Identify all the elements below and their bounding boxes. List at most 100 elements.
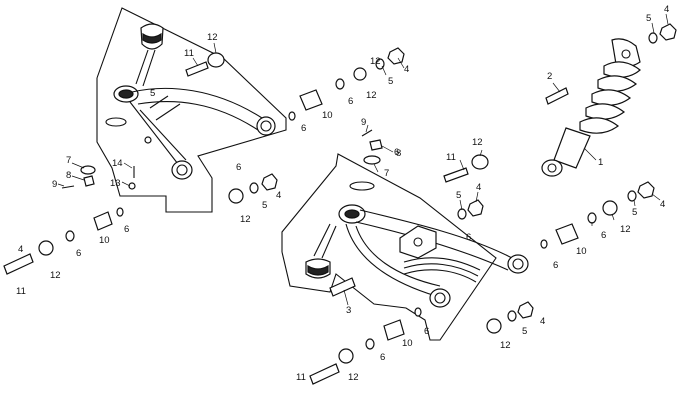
callout-12: 12	[366, 90, 377, 101]
upper-ball-joint	[135, 23, 164, 87]
callout-12: 12	[500, 340, 511, 351]
callout-11: 11	[296, 372, 306, 383]
washer	[65, 230, 75, 242]
bolt	[309, 363, 340, 385]
bolt	[185, 61, 209, 77]
washer	[116, 207, 124, 217]
hardware-upper-rear-stack	[288, 47, 405, 121]
washer	[335, 78, 345, 90]
shock-bottom-eye	[541, 159, 563, 177]
nut	[467, 199, 484, 217]
callout-10: 10	[99, 235, 110, 246]
hardware-small-parts	[61, 129, 383, 190]
fitting-13	[128, 182, 136, 190]
callout-8: 8	[66, 170, 71, 181]
hardware-lower-top-stack	[443, 154, 489, 220]
nut	[637, 181, 655, 199]
washer	[627, 190, 637, 202]
callout-5: 5	[456, 190, 461, 201]
bushing	[93, 211, 113, 231]
nut	[517, 301, 534, 319]
callout-6: 6	[424, 326, 429, 337]
nut	[261, 173, 278, 191]
callout-4: 4	[404, 64, 409, 75]
callout-6: 6	[466, 232, 471, 243]
callout-12: 12	[348, 372, 359, 383]
nut	[659, 23, 677, 41]
upper-housing-bore	[118, 89, 134, 99]
shock-absorber	[541, 38, 641, 177]
callout-6: 6	[394, 147, 399, 158]
washer-7b	[363, 155, 381, 165]
bolt-3	[329, 277, 356, 297]
callout-1: 1	[598, 157, 603, 168]
lower-a-arm-group	[281, 153, 529, 341]
callout-6: 6	[348, 96, 353, 107]
callout-13: 13	[110, 178, 121, 189]
lower-ball-joint	[305, 223, 337, 279]
hardware-lower-front-nut-stack	[486, 301, 534, 334]
lower-front-pivot-sleeve	[429, 288, 451, 308]
collar	[38, 240, 54, 256]
nut-8	[83, 175, 95, 187]
lower-housing-bore	[344, 209, 360, 219]
washer	[414, 307, 422, 317]
cotter-pin-9b	[361, 129, 373, 137]
callout-10: 10	[402, 338, 413, 349]
bushing	[555, 223, 579, 245]
callout-11: 11	[16, 286, 26, 297]
washer	[507, 310, 517, 322]
bolt-2	[545, 87, 569, 105]
washer	[587, 212, 597, 224]
callout-6: 6	[76, 248, 81, 259]
washer	[288, 111, 296, 121]
callout-6: 6	[553, 260, 558, 271]
callout-5: 5	[262, 200, 267, 211]
collar	[353, 67, 367, 81]
callout-6: 6	[380, 352, 385, 363]
bolt	[443, 167, 469, 183]
callout-6: 6	[301, 123, 306, 134]
lower-arm-tube-front	[345, 223, 441, 297]
callout-12: 12	[50, 270, 61, 281]
collar	[338, 348, 354, 364]
hardware-upper-bolt-top	[185, 52, 225, 77]
upper-circlip	[105, 117, 127, 127]
callout-12: 12	[370, 56, 381, 67]
washer	[249, 182, 259, 194]
callout-12: 12	[207, 32, 218, 43]
bushing	[299, 89, 323, 111]
callout-9: 9	[52, 179, 57, 190]
callout-9: 9	[361, 117, 366, 128]
upper-a-arm-group	[96, 7, 287, 213]
upper-arm-tube-rear	[131, 87, 263, 131]
upper-rear-pivot-sleeve	[256, 116, 276, 136]
lower-circlip	[349, 181, 375, 191]
hardware-lower-front-stack	[309, 307, 422, 385]
upper-arm-tube-front	[129, 101, 187, 165]
hardware-upper-front-stack	[3, 207, 124, 275]
callout-7: 7	[66, 155, 71, 166]
callout-4: 4	[660, 199, 665, 210]
shock-spring	[579, 61, 641, 134]
callout-11: 11	[184, 48, 194, 59]
nut	[387, 47, 405, 65]
callout-7: 7	[384, 168, 389, 179]
callout-5: 5	[522, 326, 527, 337]
leader-lines	[57, 13, 669, 306]
callout-5: 5	[150, 88, 155, 99]
callout-labels: 1 2 3 4 4 4 4 4 4 4 5 5 5 5 5 5 5 6 6 6 …	[16, 4, 669, 383]
callout-6: 6	[124, 224, 129, 235]
washer	[648, 32, 658, 44]
washer-7	[80, 165, 96, 175]
upper-arm-tab	[144, 136, 152, 144]
callout-14: 14	[112, 158, 123, 169]
callout-4: 4	[664, 4, 669, 15]
callout-4: 4	[276, 190, 281, 201]
nut-8b	[369, 139, 383, 151]
lower-arm-gusset	[403, 257, 481, 283]
upper-arm-boundary	[96, 7, 287, 213]
callout-12: 12	[620, 224, 631, 235]
